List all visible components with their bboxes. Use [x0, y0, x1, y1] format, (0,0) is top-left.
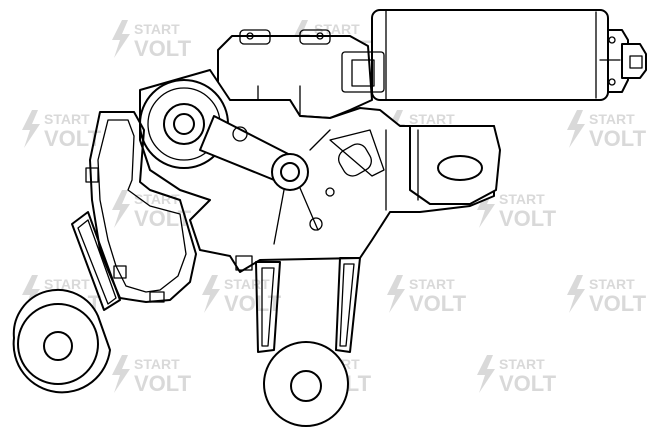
crank-arm — [199, 115, 385, 191]
lightning-bolt-icon — [477, 355, 495, 393]
lightning-bolt-icon — [112, 355, 130, 393]
lightning-bolt-icon — [202, 275, 220, 313]
linkage-rods — [273, 129, 335, 245]
lightning-bolt-icon — [567, 275, 585, 313]
watermark-start-text: START — [589, 276, 635, 292]
watermark-volt-text: VOLT — [134, 371, 192, 396]
watermark-start-text: START — [499, 191, 545, 207]
watermark-start-text: START — [44, 276, 90, 292]
watermark-start-text: START — [134, 21, 180, 37]
watermark-start-text: START — [409, 111, 455, 127]
lightning-bolt-icon — [387, 275, 405, 313]
watermark-start-text: START — [589, 111, 635, 127]
watermark-start-text: START — [44, 111, 90, 127]
lightning-bolt-icon — [567, 110, 585, 148]
motor-drawing — [12, 9, 647, 427]
watermark-start-text: START — [314, 21, 360, 37]
watermark-volt-text: VOLT — [589, 126, 647, 151]
watermark-volt-text: VOLT — [499, 206, 557, 231]
watermark-volt-text: VOLT — [499, 371, 557, 396]
lightning-bolt-icon — [477, 190, 495, 228]
lightning-bolt-icon — [112, 190, 130, 228]
watermark-volt-text: VOLT — [134, 36, 192, 61]
lightning-bolt-icon — [22, 275, 40, 313]
motor-cylinder — [371, 9, 647, 101]
watermark-start-text: START — [499, 356, 545, 372]
watermark-volt-text: VOLT — [409, 291, 467, 316]
lightning-bolt-icon — [112, 20, 130, 58]
left-bracket — [85, 111, 253, 303]
watermark-start-text: START — [409, 276, 455, 292]
watermark-volt-text: VOLT — [589, 291, 647, 316]
watermark-start-text: START — [224, 276, 270, 292]
watermark-volt-text: VOLT — [224, 291, 282, 316]
lightning-bolt-icon — [22, 110, 40, 148]
left-mount — [12, 211, 121, 394]
watermark-start-text: START — [134, 356, 180, 372]
bottom-mount — [255, 257, 361, 427]
